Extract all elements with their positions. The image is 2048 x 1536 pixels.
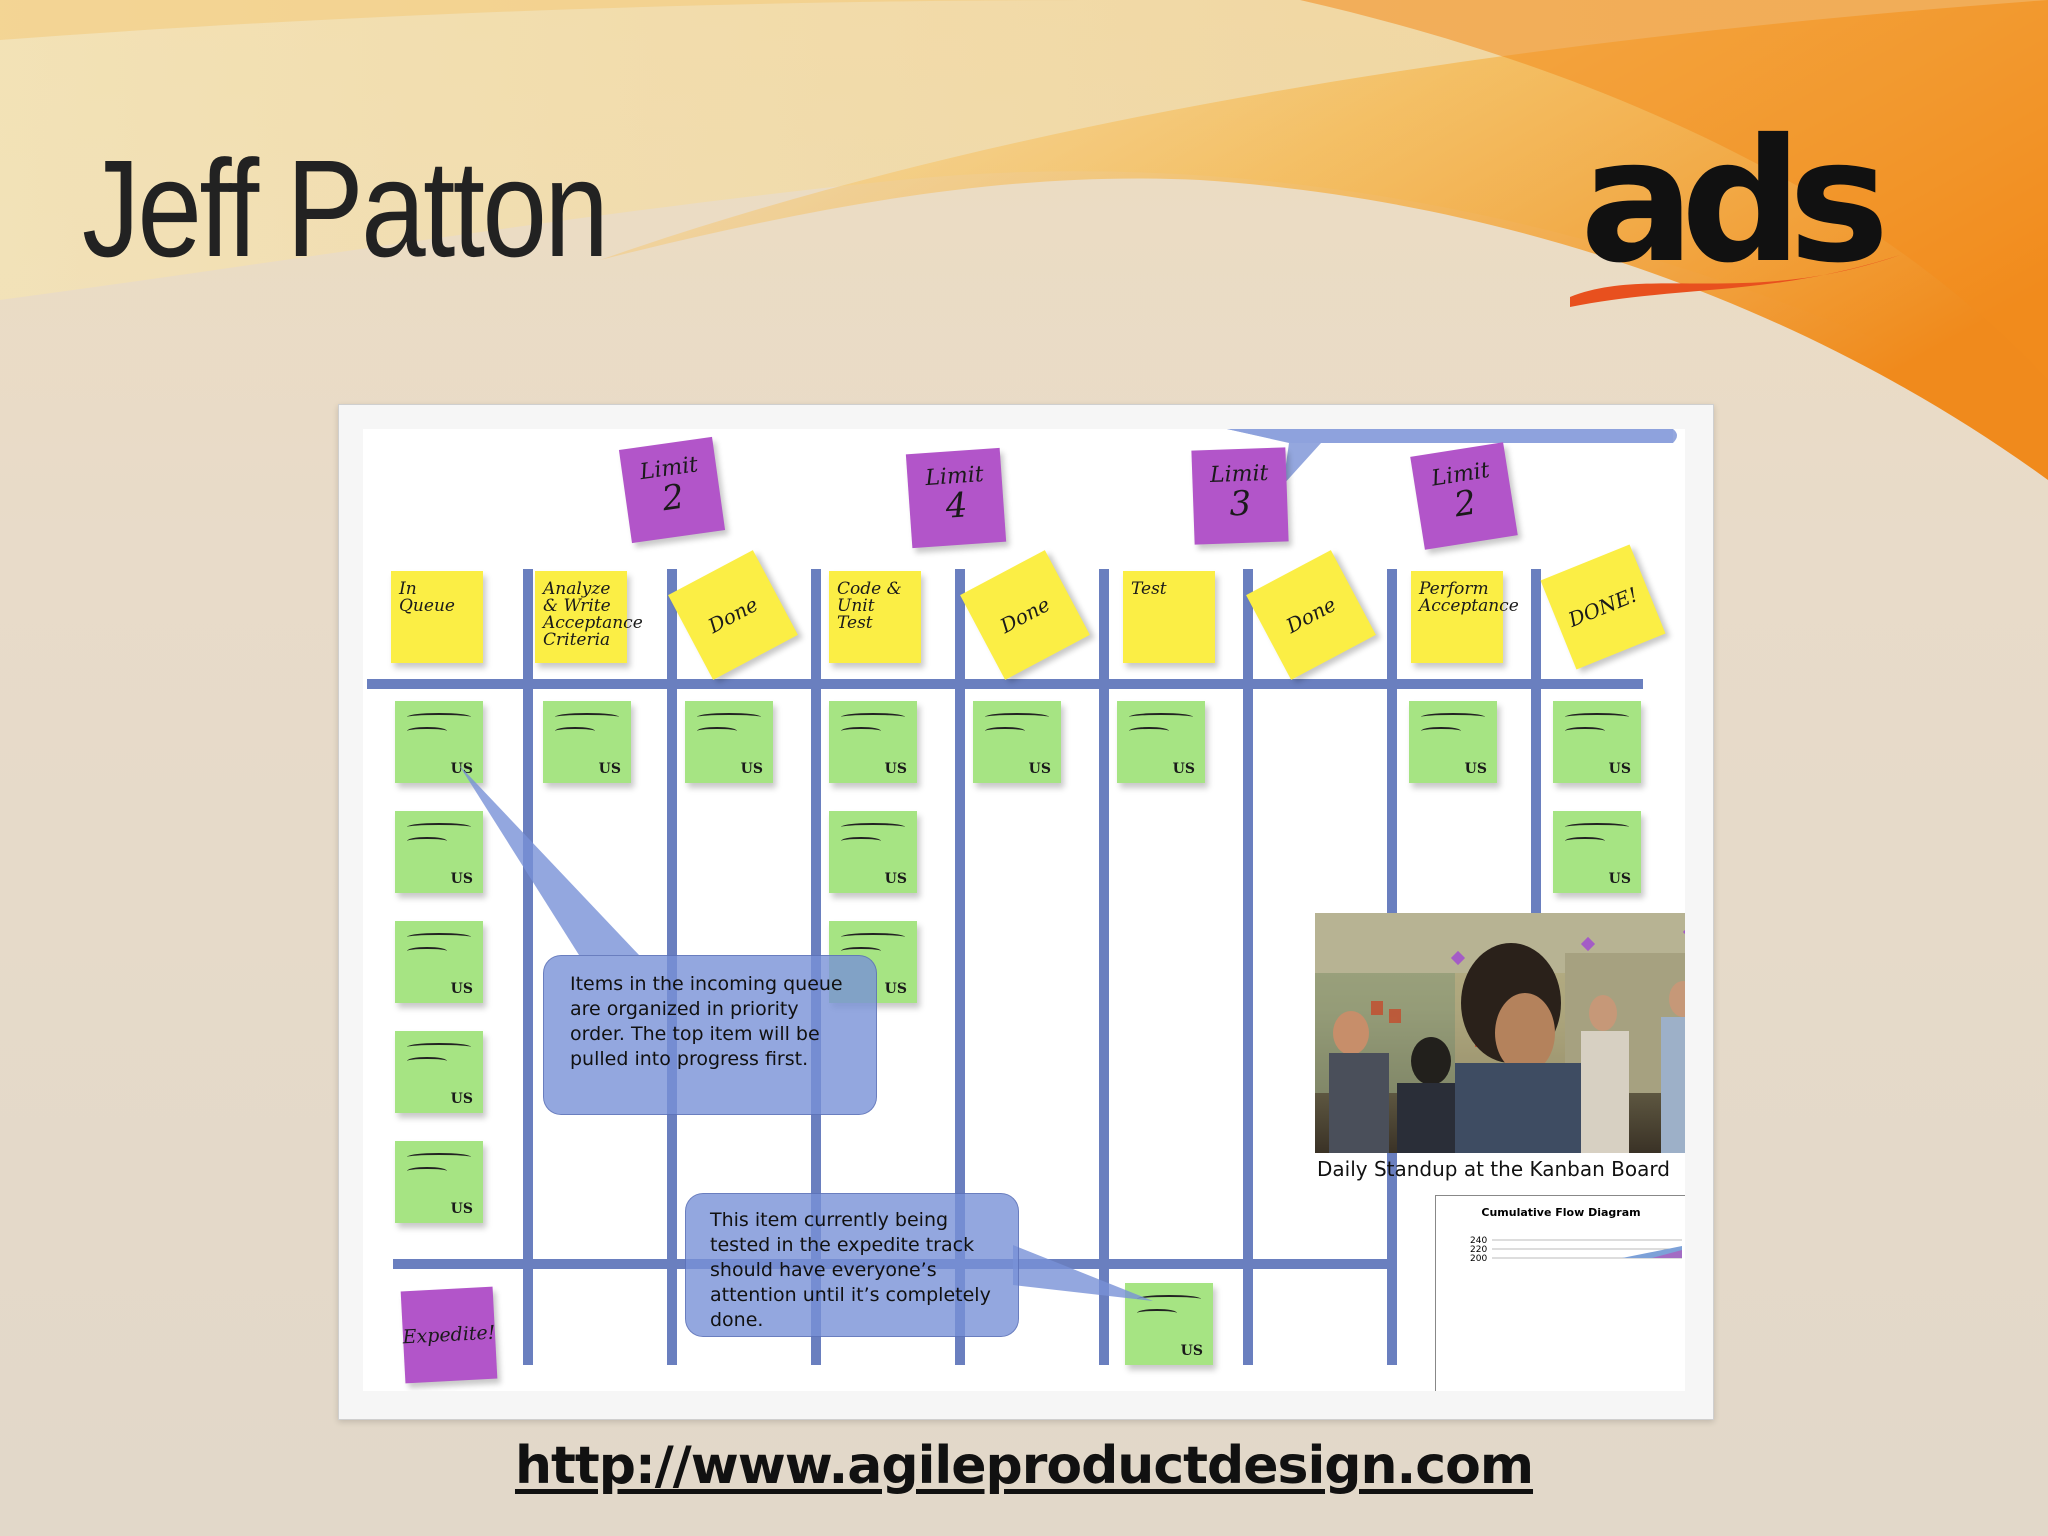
work-card: US xyxy=(1117,701,1205,783)
work-card: US xyxy=(395,701,483,783)
column-header-code-unit-test: Code & Unit Test xyxy=(829,571,921,663)
svg-text:ads: ads xyxy=(1580,103,1882,301)
cfd-y-tick: 200 xyxy=(1470,1254,1488,1264)
work-card: US xyxy=(829,701,917,783)
work-card: US xyxy=(685,701,773,783)
column-header-test: Test xyxy=(1123,571,1215,663)
cfd-plot xyxy=(1492,1239,1682,1259)
kanban-board: Limit 2 Limit 4 Limit 3 Limit 2 In Queue… xyxy=(363,429,1685,1391)
ads-logo: ads xyxy=(1570,103,1900,307)
cfd-y-tick: 220 xyxy=(1470,1245,1488,1255)
work-card: US xyxy=(1409,701,1497,783)
work-card: US xyxy=(973,701,1061,783)
column-header-in-queue: In Queue xyxy=(391,571,483,663)
cfd-y-tick: 240 xyxy=(1470,1236,1488,1246)
work-card: US xyxy=(395,1031,483,1113)
slide-title: Jeff Patton xyxy=(82,132,609,286)
work-card: US xyxy=(395,1141,483,1223)
kanban-board-image: Limit 2 Limit 4 Limit 3 Limit 2 In Queue… xyxy=(338,404,1714,1420)
limit-note: Limit 2 xyxy=(618,436,726,544)
limit-note: Limit 4 xyxy=(905,447,1007,549)
callout-expedite: This item currently being tested in the … xyxy=(685,1193,1019,1337)
column-header-perform-acceptance: Perform Acceptance xyxy=(1411,571,1519,663)
column-header-analyze: Analyze & Write Acceptance Criteria xyxy=(535,571,643,663)
work-card: US xyxy=(829,811,917,893)
work-card: US xyxy=(395,811,483,893)
work-card: US xyxy=(1553,811,1641,893)
cfd-title: Cumulative Flow Diagram xyxy=(1481,1206,1641,1219)
work-card: US xyxy=(1553,701,1641,783)
source-url: http://www.agileproductdesign.com xyxy=(514,1436,1534,1496)
photo-caption: Daily Standup at the Kanban Board xyxy=(1317,1157,1670,1181)
work-card: US xyxy=(395,921,483,1003)
callout-priority-queue: Items in the incoming queue are organize… xyxy=(543,955,877,1115)
cumulative-flow-diagram: Cumulative Flow Diagram 240 220 200 xyxy=(1435,1195,1685,1391)
work-card: US xyxy=(543,701,631,783)
expedite-note: Expedite! xyxy=(400,1286,498,1384)
limit-note: Limit 3 xyxy=(1191,447,1289,545)
callout-tail xyxy=(459,765,639,955)
standup-photo xyxy=(1315,913,1685,1153)
limit-note: Limit 2 xyxy=(1410,442,1518,550)
callout-tail xyxy=(1013,1245,1153,1301)
